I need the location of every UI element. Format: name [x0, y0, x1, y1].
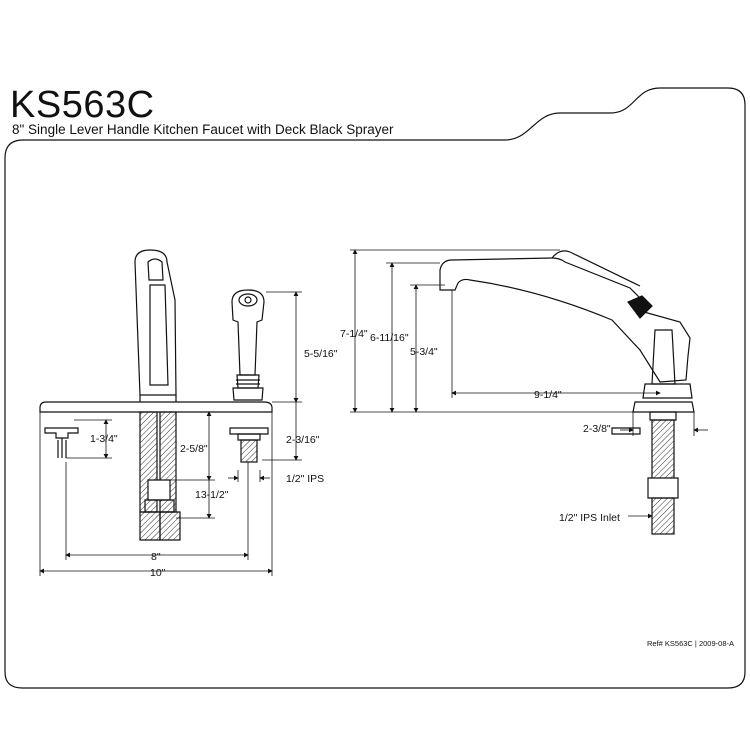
front-dimension-lines	[39, 291, 302, 576]
faucet-body-front	[134, 249, 177, 396]
sprayer-head-front	[231, 289, 265, 376]
deck-plate	[39, 401, 273, 413]
dim-ips-inlet: 1/2" IPS Inlet	[559, 512, 620, 524]
frame-border	[4, 87, 746, 689]
dim-mount-stud: 1-3/4"	[90, 433, 118, 445]
model-title: KS563C	[10, 84, 155, 126]
product-description: 8" Single Lever Handle Kitchen Faucet wi…	[12, 122, 394, 137]
dim-ips: 1/2" IPS	[286, 473, 324, 485]
dim-supply-length: 13-1/2"	[195, 489, 229, 501]
dim-overall-height: 7-1/4"	[340, 328, 368, 340]
dim-shank: 2-5/8"	[180, 443, 208, 455]
side-base	[632, 401, 695, 413]
dim-spout-top-height: 6-11/16"	[370, 332, 409, 344]
dim-deck-thickness: 2-3/16"	[286, 434, 320, 446]
dim-spout-reach: 9-1/4"	[534, 389, 562, 401]
dim-base-depth: 2-3/8"	[583, 423, 611, 435]
dim-deck-width: 10"	[150, 567, 166, 579]
side-view	[439, 250, 695, 535]
side-dimension-lines	[350, 249, 708, 524]
spout	[439, 257, 691, 383]
dim-spout-clearance: 5-3/4"	[410, 346, 438, 358]
reference-code: Ref# KS563C | 2009-08-A	[646, 639, 734, 648]
dim-center-spread: 8"	[151, 551, 161, 563]
dim-sprayer-height: 5-5/16"	[304, 348, 338, 360]
front-dimension-labels: 5-5/16" 2-3/16" 1/2" IPS 1-3/4" 2-5/8" 1…	[90, 348, 338, 579]
side-dimension-labels: 7-1/4" 6-11/16" 5-3/4" 9-1/4" 2-3/8" 1/2…	[340, 328, 620, 524]
front-view	[39, 249, 273, 541]
